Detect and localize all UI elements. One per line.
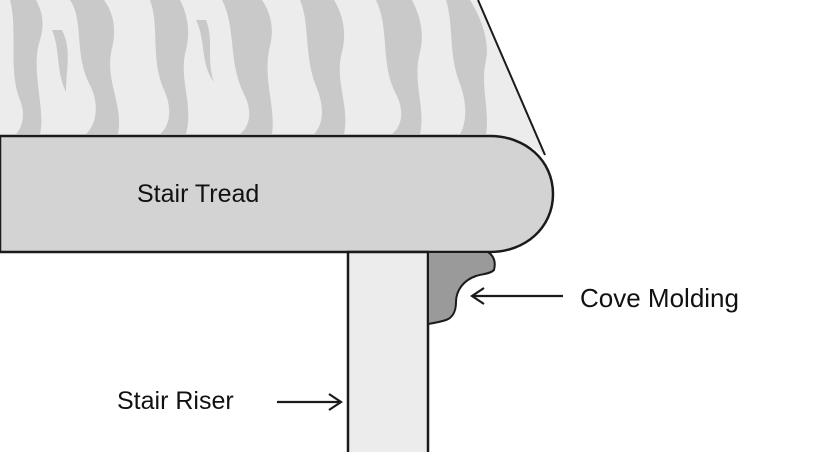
stair-tread-label: Stair Tread (137, 180, 260, 208)
stair-riser-label: Stair Riser (117, 387, 234, 415)
tread-back-edge (477, 0, 546, 156)
stair-tread (0, 134, 555, 254)
arrow-right-icon (277, 393, 343, 411)
arrow-left-icon (470, 287, 563, 305)
cove-molding (427, 251, 496, 326)
wood-grain (10, 0, 487, 134)
stair-riser (346, 250, 430, 457)
cove-molding-label: Cove Molding (580, 283, 739, 313)
